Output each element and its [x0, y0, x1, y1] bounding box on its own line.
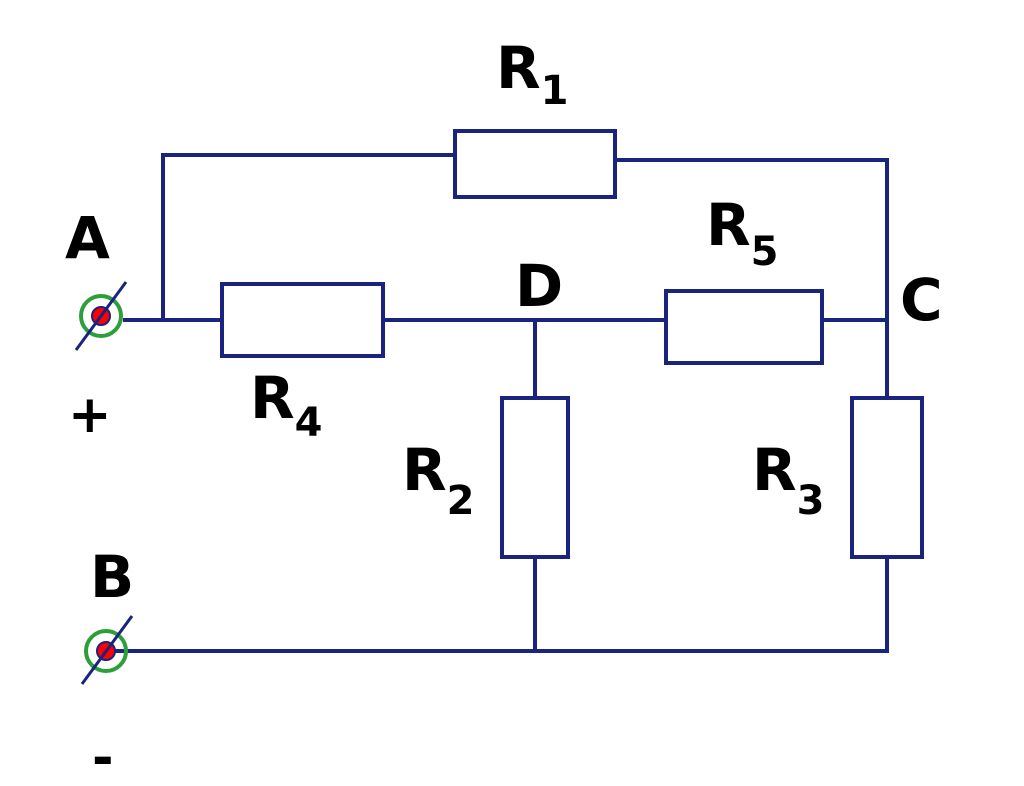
terminal-b[interactable] — [80, 615, 134, 685]
terminal-a[interactable] — [74, 281, 128, 351]
label-r1-letter: R — [496, 34, 541, 102]
wire-top-left — [161, 153, 457, 322]
label-r4-letter: R — [250, 364, 295, 432]
label-r5-index: 5 — [751, 229, 779, 275]
label-r2-index: 2 — [447, 478, 475, 524]
label-terminal-a: A — [65, 204, 110, 272]
label-r5-letter: R — [706, 191, 751, 259]
label-r3-index: 3 — [797, 478, 825, 524]
resistor-r3 — [850, 396, 924, 559]
resistor-r4 — [220, 282, 385, 358]
wires — [108, 153, 889, 653]
terminal-a-slash — [74, 281, 128, 351]
label-r2-letter: R — [402, 436, 447, 504]
terminal-b-slash — [80, 615, 134, 685]
resistor-r1 — [453, 129, 617, 199]
label-r1: R1 — [496, 34, 569, 114]
sign-minus: - — [92, 728, 114, 786]
resistor-r5 — [664, 289, 824, 365]
terminal-a-ring — [79, 294, 123, 338]
label-node-c: C — [900, 266, 943, 334]
label-r5: R5 — [706, 191, 779, 275]
label-r3: R3 — [752, 436, 825, 524]
sign-plus: + — [68, 385, 112, 445]
wire-top-right — [613, 158, 889, 322]
label-r3-letter: R — [752, 436, 797, 504]
label-r2: R2 — [402, 436, 475, 524]
wire-r3-bottom — [108, 555, 889, 653]
terminal-b-ring — [84, 629, 128, 673]
label-node-d: D — [515, 252, 563, 320]
label-r4: R4 — [250, 364, 323, 446]
resistor-r2 — [500, 396, 570, 559]
label-terminal-b: B — [90, 543, 134, 611]
label-r4-index: 4 — [295, 400, 323, 446]
label-r1-index: 1 — [541, 68, 569, 114]
